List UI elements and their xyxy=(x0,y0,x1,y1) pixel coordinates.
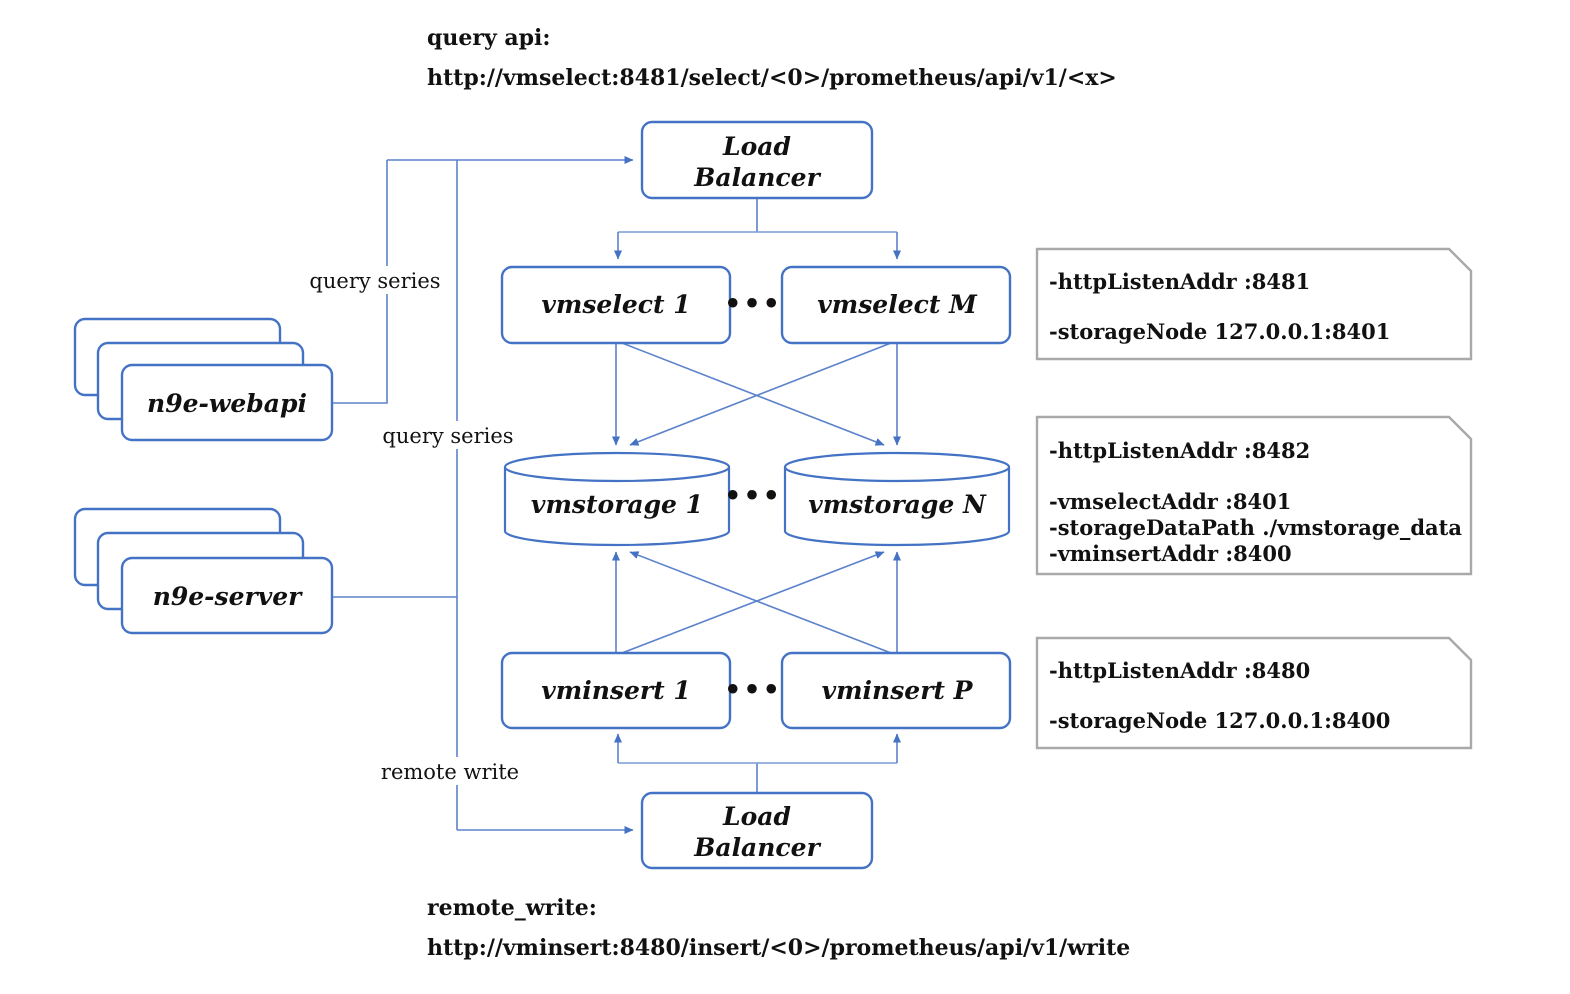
vmstorage-1-label: vmstorage 1 xyxy=(531,490,703,519)
edge-label-query-series-server: query series xyxy=(382,421,514,449)
vminsert-1-label: vminsert 1 xyxy=(541,676,690,705)
note-vmselect-line1: -httpListenAddr :8481 xyxy=(1049,269,1310,294)
note-vminsert-line1: -httpListenAddr :8480 xyxy=(1049,658,1310,683)
vminsert-row: vminsert 1 ••• vminsert P xyxy=(500,651,1012,730)
vmselect-ellipsis: ••• xyxy=(724,289,782,320)
edge-label-bg xyxy=(390,421,508,449)
note-vmselect-flags: -httpListenAddr :8481 -storageNode 127.0… xyxy=(1035,247,1473,361)
note-vmstorage-line2: -vmselectAddr :8401 xyxy=(1049,489,1291,514)
vmstorage-1-body xyxy=(503,467,731,547)
remote-write-label: remote write xyxy=(381,760,519,784)
note-vmstorage-line4: -vminsertAddr :8400 xyxy=(1049,541,1292,566)
note-vmstorage-flags: -httpListenAddr :8482 -vmselectAddr :840… xyxy=(1035,415,1473,576)
edge-label-bg xyxy=(388,757,512,785)
n9e-server-node: n9e-server xyxy=(73,507,334,635)
load-balancer-top-line2: Balancer xyxy=(693,163,821,192)
load-balancer-bottom-line2: Balancer xyxy=(693,833,821,862)
edge-webapi-to-trunk xyxy=(332,160,388,404)
note-vminsert-line2: -storageNode 127.0.0.1:8400 xyxy=(1049,708,1390,733)
edge-label-bg xyxy=(318,266,434,294)
n9e-webapi-node: n9e-webapi xyxy=(73,317,334,442)
note-vmselect-shape xyxy=(1035,247,1473,361)
vmstorage-n-body xyxy=(783,467,1011,547)
load-balancer-top-line1: Load xyxy=(722,132,791,161)
n9e-webapi-label: n9e-webapi xyxy=(147,389,307,418)
query-api-caption: query api: http://vmselect:8481/select/<… xyxy=(427,25,1117,91)
edge-label-query-series-webapi: query series xyxy=(309,266,441,294)
remote-write-caption: remote_write: http://vminsert:8480/inser… xyxy=(427,895,1130,961)
vminsert-p-box xyxy=(780,651,1012,730)
edge-vminsert1-to-vmstorageN xyxy=(621,551,885,654)
note-vmstorage-line3: -storageDataPath ./vmstorage_data xyxy=(1049,515,1462,540)
vmselect-1-box xyxy=(500,265,732,345)
vminsert-p-label: vminsert P xyxy=(822,676,974,705)
n9e-webapi-box xyxy=(120,363,334,442)
remote-write-caption-url: http://vminsert:8480/insert/<0>/promethe… xyxy=(427,935,1130,961)
query-series-webapi-label: query series xyxy=(309,269,440,293)
vminsert-1-box xyxy=(500,651,732,730)
load-balancer-bottom-line1: Load xyxy=(722,802,791,831)
vmstorage-ellipsis: ••• xyxy=(724,481,782,512)
query-api-caption-label: query api: xyxy=(427,25,551,51)
note-vmstorage-line1: -httpListenAddr :8482 xyxy=(1049,438,1310,463)
vmselect-m-label: vmselect M xyxy=(817,290,978,319)
query-series-server-label: query series xyxy=(382,424,513,448)
vmselect-m-box xyxy=(780,265,1012,345)
vmstorage-n-top xyxy=(783,451,1011,483)
load-balancer-top-node: Load Balancer xyxy=(640,120,874,200)
note-vminsert-flags: -httpListenAddr :8480 -storageNode 127.0… xyxy=(1035,636,1473,750)
edge-vminsertP-to-vmstorage1 xyxy=(629,551,892,654)
vmstorage-1-top xyxy=(503,451,731,483)
load-balancer-bottom-node: Load Balancer xyxy=(640,791,874,870)
vmstorage-row: vmstorage 1 ••• vmstorage N xyxy=(503,451,1011,547)
note-vminsert-shape xyxy=(1035,636,1473,750)
vminsert-ellipsis: ••• xyxy=(724,675,782,706)
vmselect-1-label: vmselect 1 xyxy=(541,290,690,319)
note-vmselect-line2: -storageNode 127.0.0.1:8401 xyxy=(1049,319,1390,344)
edge-label-remote-write: remote write xyxy=(381,757,519,785)
remote-write-caption-label: remote_write: xyxy=(427,895,597,921)
n9e-server-box xyxy=(120,556,334,635)
vmstorage-n-label: vmstorage N xyxy=(808,490,987,519)
load-balancer-top-box xyxy=(640,120,874,200)
n9e-server-label: n9e-server xyxy=(153,582,303,611)
edge-vmselectM-to-vmstorage1 xyxy=(629,342,892,446)
vmselect-row: vmselect 1 ••• vmselect M xyxy=(500,265,1012,345)
note-vmstorage-shape xyxy=(1035,415,1473,576)
query-api-caption-url: http://vmselect:8481/select/<0>/promethe… xyxy=(427,65,1117,91)
load-balancer-bottom-box xyxy=(640,791,874,870)
edge-vmselect1-to-vmstorageN xyxy=(621,342,885,446)
